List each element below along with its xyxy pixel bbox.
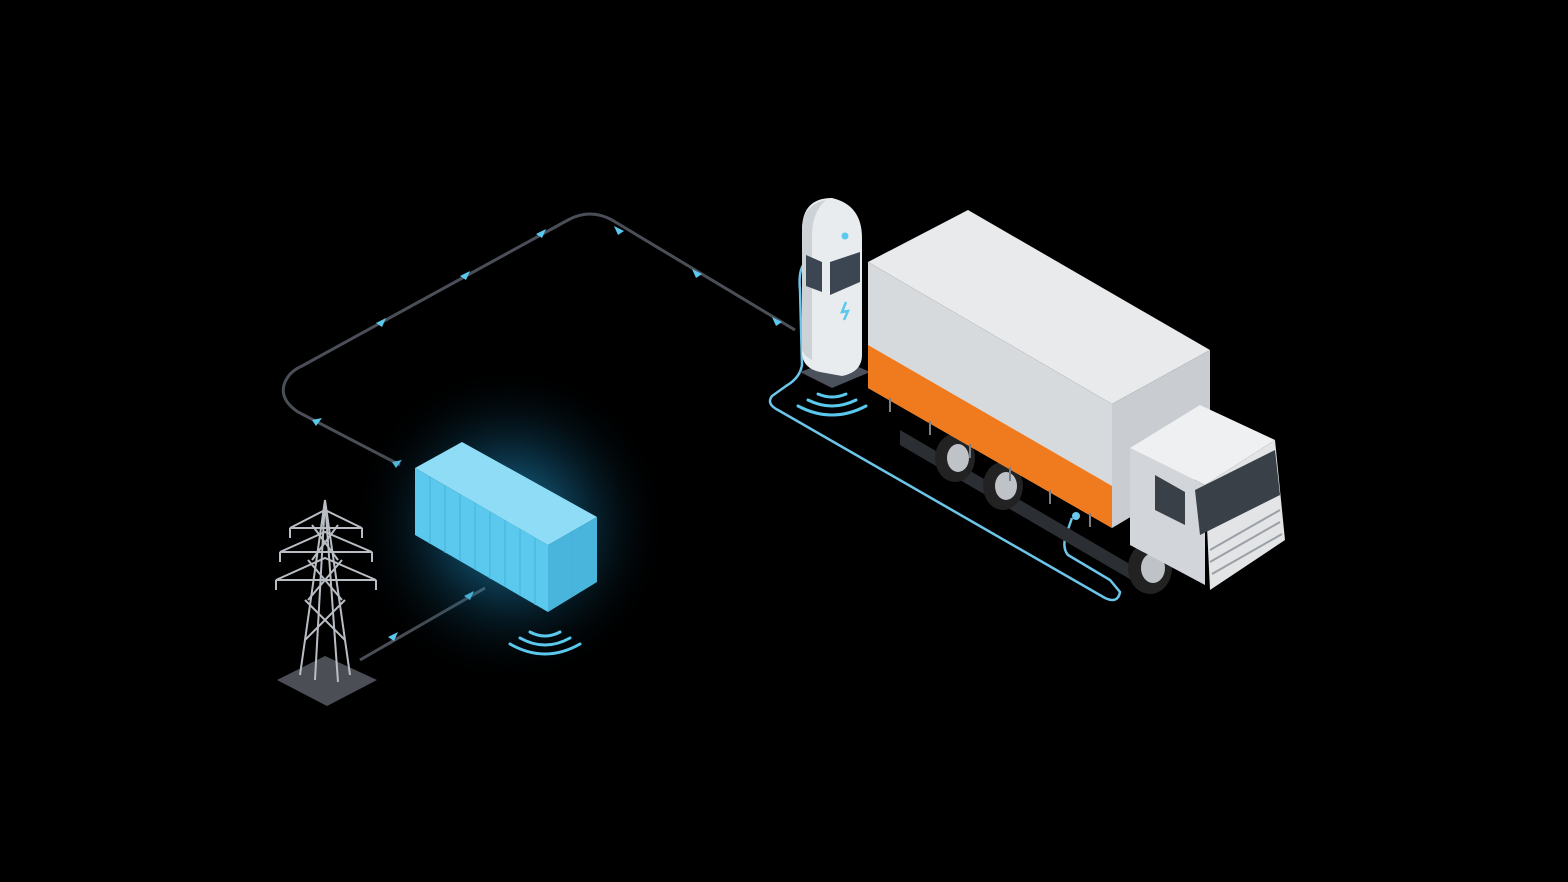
pylon-icon [275,499,377,706]
charger-screen [830,252,860,295]
wireless-signal-icon [796,392,868,417]
battery-container-icon [415,442,597,612]
truck-windshield [1195,450,1280,535]
truck-icon [868,210,1285,594]
truck-charge-port [1072,512,1080,520]
charging-cable [768,261,1122,602]
truck-stripe [868,345,1112,528]
wireless-signal-icon [508,630,582,656]
truck-wheels [935,434,1172,594]
truck-side-window [1155,475,1185,525]
charger-socket [806,255,822,292]
charger-status-light [841,232,849,240]
lightning-icon [840,301,851,321]
charger-icon [800,198,870,388]
